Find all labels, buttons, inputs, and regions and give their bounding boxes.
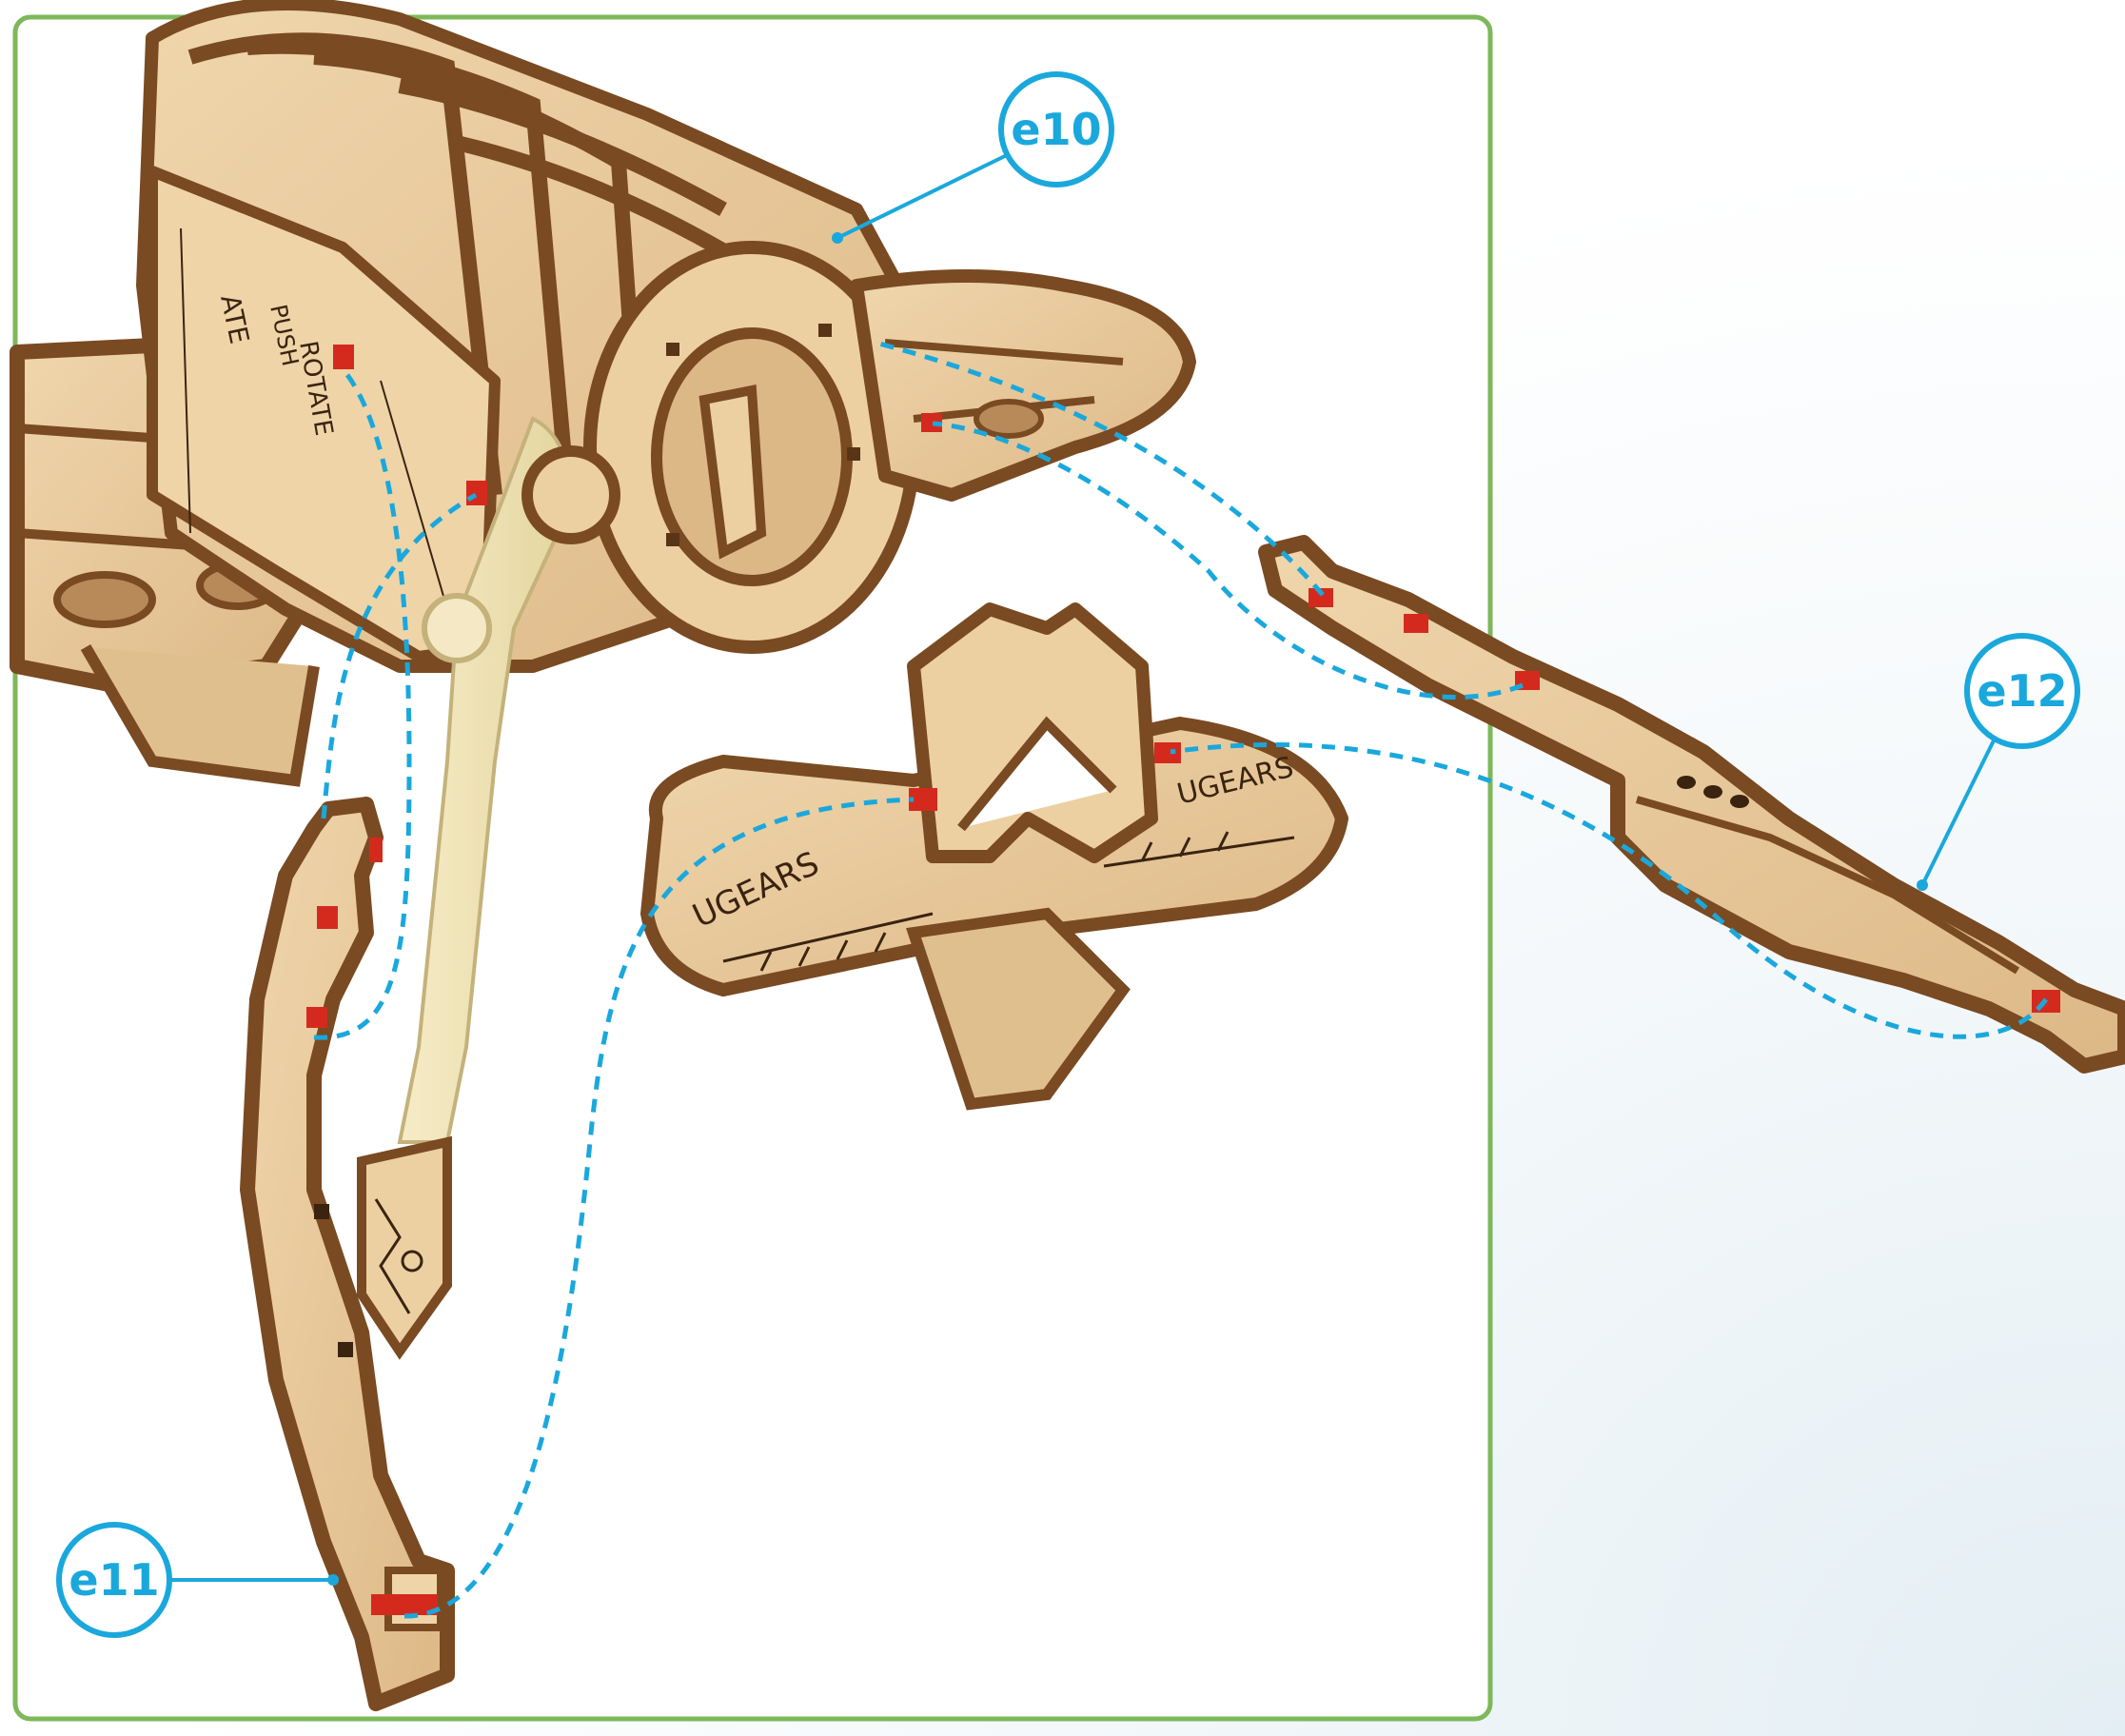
part-label-e12: e12 [1967,636,2077,746]
leader-dot [832,232,843,244]
leader-dot [1917,879,1928,891]
leader-dot [327,1574,339,1586]
joint-marker [466,481,487,505]
joint-marker [1404,614,1428,633]
leader-e12 [1922,731,1998,885]
part-label-e10: e10 [1001,74,1112,185]
joint-marker [1154,742,1181,763]
joint-marker [333,345,354,369]
part-label-e11-text: e11 [69,1554,159,1606]
joint-marker [369,838,383,862]
joint-marker [317,906,338,929]
part-label-e12-text: e12 [1977,665,2067,717]
joint-marker [306,1007,327,1028]
part-label-e10-text: e10 [1011,104,1101,155]
part-label-e11: e11 [59,1525,169,1635]
